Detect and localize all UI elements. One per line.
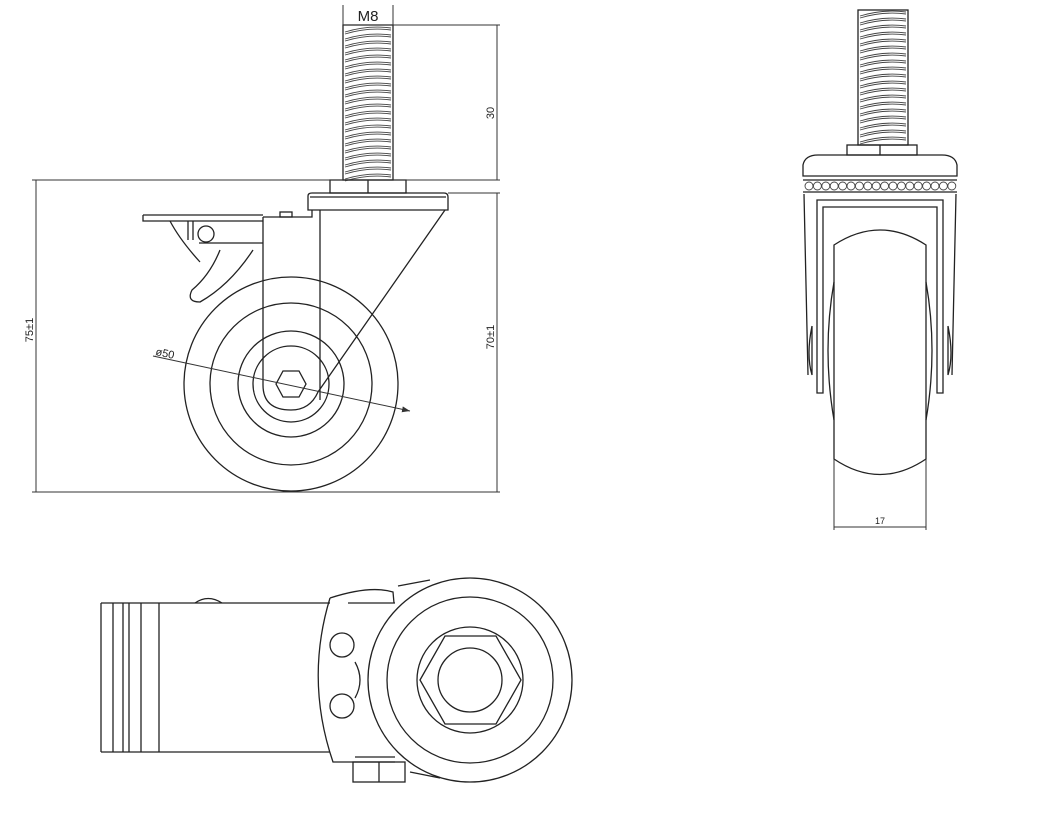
bottom-view <box>100 577 573 783</box>
thread-turn <box>859 10 907 19</box>
thread-turn <box>859 115 907 124</box>
front-view: M8 30 75±1 70±1 ø50 <box>24 5 500 493</box>
wheel <box>183 276 399 492</box>
wheel-width-label: 17 <box>875 516 885 526</box>
bearing-ball <box>922 181 932 191</box>
thread-turn <box>859 24 907 33</box>
wheel-diameter-label: ø50 <box>154 346 175 362</box>
fork <box>262 209 446 411</box>
thread-turn <box>344 54 392 63</box>
thread-turn <box>344 75 392 84</box>
bottom-hex-nut <box>419 635 522 725</box>
top-plate <box>307 192 449 211</box>
thread-turn <box>344 61 392 70</box>
thread-turn <box>344 89 392 98</box>
bearing-ball <box>838 181 848 191</box>
overall-height-label: 75±1 <box>24 318 36 342</box>
bearing-ball <box>888 181 898 191</box>
thread-turn <box>859 73 907 82</box>
bearing-ball <box>913 181 923 191</box>
bearing-ball <box>829 181 839 191</box>
brake-pedal <box>142 214 263 222</box>
bearing-ball <box>854 181 864 191</box>
bearing-ball <box>821 181 831 191</box>
bearing-ball <box>846 181 856 191</box>
thread-turn <box>344 159 392 168</box>
thread-turn <box>344 152 392 161</box>
thread-turn <box>859 31 907 40</box>
bearing-ball <box>947 181 957 191</box>
bearing-ball <box>896 181 906 191</box>
thread-turn <box>859 129 907 138</box>
thread-size-label: M8 <box>358 8 379 25</box>
bearing-ball <box>905 181 915 191</box>
thread-turn <box>344 138 392 147</box>
thread-turn <box>344 26 392 35</box>
side-view: 17 <box>802 9 958 530</box>
bearing-ball <box>938 181 948 191</box>
thread-turn <box>344 124 392 133</box>
thread-turn <box>344 145 392 154</box>
thread-turn <box>344 103 392 112</box>
thread-turn <box>859 87 907 96</box>
bracket-height-label: 70±1 <box>485 325 497 349</box>
thread-turn <box>344 110 392 119</box>
fork-legs <box>803 193 957 376</box>
thread-turn <box>859 136 907 145</box>
bearing-ball <box>871 181 881 191</box>
thread-turn <box>859 80 907 89</box>
thread-turn <box>344 40 392 49</box>
thread-turn <box>859 45 907 54</box>
side-wheel <box>827 229 933 476</box>
thread-turn <box>344 47 392 56</box>
brake-pivot <box>197 225 215 243</box>
bearing-ball <box>804 181 814 191</box>
thread-turn <box>859 66 907 75</box>
thread-turn <box>859 94 907 103</box>
thread-turn <box>344 82 392 91</box>
thread-turn <box>859 108 907 117</box>
thread-turn <box>859 122 907 131</box>
thread-turn <box>859 52 907 61</box>
bearing-ball <box>812 181 822 191</box>
bearing-ball <box>863 181 873 191</box>
thread-turn <box>344 33 392 42</box>
thread-turn <box>859 38 907 47</box>
thread-stud <box>342 24 394 182</box>
ball-bearing-race <box>804 181 957 191</box>
thread-turn <box>344 131 392 140</box>
thread-turn <box>344 166 392 175</box>
thread-turn <box>344 96 392 105</box>
thread-turn <box>859 101 907 110</box>
thread-turn <box>344 68 392 77</box>
axle-hex-nut <box>275 370 307 398</box>
bearing-ball <box>880 181 890 191</box>
thread-turn <box>859 17 907 26</box>
thread-turn <box>344 117 392 126</box>
thread-length-label: 30 <box>485 107 497 119</box>
thread-turn <box>859 59 907 68</box>
bearing-ball <box>930 181 940 191</box>
